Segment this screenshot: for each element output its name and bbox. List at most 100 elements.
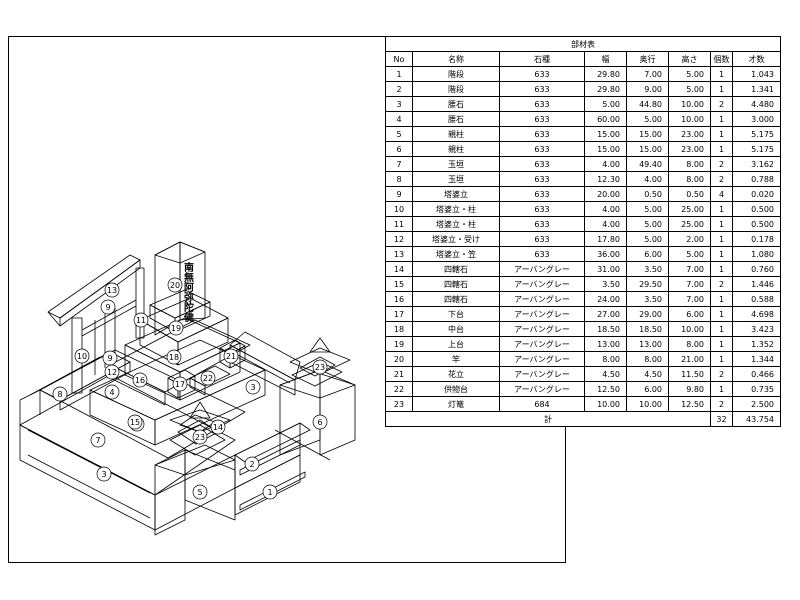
- table-cell: 12.30: [584, 171, 627, 187]
- table-cell: 6.00: [668, 306, 711, 322]
- table-cell: 4: [385, 111, 413, 127]
- table-cell: 竿: [412, 351, 500, 367]
- table-cell: 9.80: [668, 381, 711, 397]
- svg-text:12: 12: [107, 368, 117, 377]
- table-cell: 15.00: [626, 126, 669, 142]
- table-cell: 8.00: [668, 171, 711, 187]
- table-cell: 四轄石: [412, 261, 500, 277]
- svg-text:1: 1: [267, 488, 272, 497]
- table-cell: 1.446: [732, 276, 781, 292]
- callout-4: 4: [104, 384, 120, 400]
- table-cell: 3.162: [732, 156, 781, 172]
- svg-text:9: 9: [107, 354, 112, 363]
- table-cell: 22: [385, 381, 413, 397]
- table-cell: 7.00: [668, 276, 711, 292]
- table-cell: 633: [499, 186, 585, 202]
- table-cell: 四轄石: [412, 276, 500, 292]
- svg-text:16: 16: [135, 376, 145, 385]
- table-cell: 3.423: [732, 321, 781, 337]
- table-cell: 8.00: [668, 156, 711, 172]
- table-cell: 633: [499, 231, 585, 247]
- sotoba-stand: [47, 254, 145, 394]
- table-cell: 633: [499, 246, 585, 262]
- table-cell: 2: [710, 156, 733, 172]
- table-cell: 10.00: [668, 321, 711, 337]
- table-cell: 8.00: [668, 336, 711, 352]
- table-cell: 塔婆立・受け: [412, 231, 500, 247]
- table-cell: 3: [385, 96, 413, 112]
- table-cell: 2: [710, 96, 733, 112]
- svg-text:8: 8: [57, 390, 62, 399]
- table-cell: 23: [385, 396, 413, 412]
- table-cell: 5.00: [668, 81, 711, 97]
- table-cell: アーバングレー: [499, 276, 585, 292]
- table-cell: 1.352: [732, 336, 781, 352]
- table-cell: 8.00: [584, 351, 627, 367]
- table-cell: 4.00: [584, 156, 627, 172]
- table-cell: 21.00: [668, 351, 711, 367]
- table-cell: 4.480: [732, 96, 781, 112]
- svg-text:22: 22: [203, 374, 213, 383]
- table-cell: 塔婆立・柱: [412, 216, 500, 232]
- header-cell: 高さ: [668, 51, 711, 67]
- table-cell: 21: [385, 366, 413, 382]
- callout-17: 17: [172, 376, 188, 392]
- table-cell: 4.00: [584, 216, 627, 232]
- callout-9: 9: [102, 350, 118, 366]
- table-cell: 2: [710, 171, 733, 187]
- table-cell: 2: [710, 396, 733, 412]
- table-cell: 玉垣: [412, 171, 500, 187]
- table-cell: 27.00: [584, 306, 627, 322]
- header-cell: 個数: [710, 51, 733, 67]
- table-cell: 7: [385, 156, 413, 172]
- table-cell: 15.00: [584, 141, 627, 157]
- table-cell: 49.40: [626, 156, 669, 172]
- header-cell: No: [385, 51, 413, 67]
- table-cell: 下台: [412, 306, 500, 322]
- table-cell: 2: [710, 276, 733, 292]
- callout-7: 7: [90, 432, 106, 448]
- grave-isometric-drawing: 南無阿弥陀佛 123345677899101112131415161718192…: [19, 241, 356, 536]
- svg-text:20: 20: [170, 281, 180, 290]
- callout-13: 13: [104, 282, 120, 298]
- table-cell: 中台: [412, 321, 500, 337]
- callout-12: 12: [104, 364, 120, 380]
- table-cell: 4.50: [584, 366, 627, 382]
- table-cell: 29.00: [626, 306, 669, 322]
- svg-text:21: 21: [226, 352, 236, 361]
- table-cell: 1: [710, 291, 733, 307]
- svg-text:18: 18: [169, 353, 179, 362]
- table-title: 部材表: [385, 36, 781, 52]
- total-count: 32: [710, 411, 733, 427]
- table-cell: 4.50: [626, 366, 669, 382]
- table-cell: 684: [499, 396, 585, 412]
- table-cell: 塔婆立: [412, 186, 500, 202]
- table-cell: 5.00: [626, 216, 669, 232]
- svg-text:15: 15: [130, 418, 140, 427]
- header-cell: 才数: [732, 51, 781, 67]
- table-cell: 上台: [412, 336, 500, 352]
- table-cell: 1.344: [732, 351, 781, 367]
- table-cell: 5: [385, 126, 413, 142]
- table-cell: 3.50: [626, 291, 669, 307]
- table-cell: 1.341: [732, 81, 781, 97]
- table-cell: 11: [385, 216, 413, 232]
- table-cell: 1: [385, 66, 413, 82]
- table-cell: 36.00: [584, 246, 627, 262]
- table-cell: 0.50: [668, 186, 711, 202]
- table-cell: 0.500: [732, 216, 781, 232]
- svg-text:3: 3: [250, 383, 255, 392]
- table-cell: 0.466: [732, 366, 781, 382]
- table-cell: 29.80: [584, 81, 627, 97]
